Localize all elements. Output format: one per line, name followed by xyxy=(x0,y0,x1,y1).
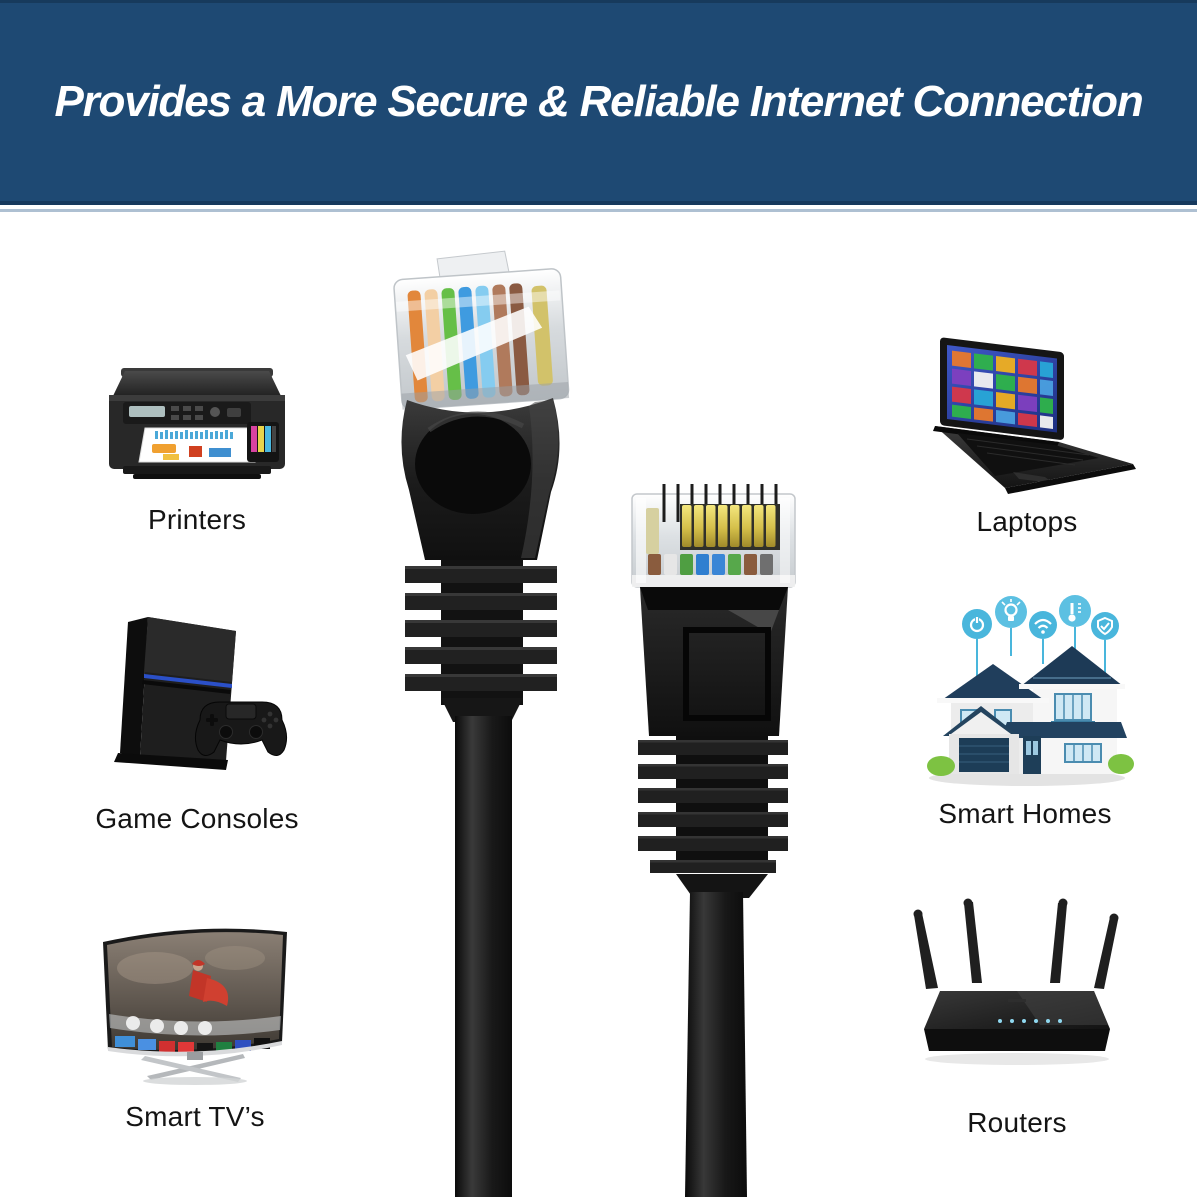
device-smart-tvs: Smart TV’s xyxy=(95,918,295,1133)
device-label-smart-homes: Smart Homes xyxy=(938,798,1112,829)
rj45-strain-relief-fins xyxy=(638,736,788,873)
device-label-printers: Printers xyxy=(147,504,247,535)
router-photo xyxy=(913,898,1119,1065)
ethernet-cable xyxy=(685,892,747,1197)
router-led-lights xyxy=(998,1019,1062,1023)
smart-feature-icons xyxy=(962,595,1119,640)
device-label-routers: Routers xyxy=(967,1107,1067,1138)
ethernet-cable xyxy=(455,716,512,1197)
rj45-connector-side-view xyxy=(393,250,570,1197)
rj45-boot xyxy=(401,398,560,560)
device-label-game-consoles: Game Consoles xyxy=(95,803,299,834)
rj45-crystal-head xyxy=(631,484,796,588)
rj45-body xyxy=(640,587,788,736)
smart-home-illustration xyxy=(927,595,1134,786)
device-label-smart-tvs: Smart TV’s xyxy=(125,1101,265,1132)
shield-check-icon xyxy=(1091,612,1119,640)
thermostat-icon xyxy=(1059,595,1091,627)
device-smart-homes: Smart Homes xyxy=(915,594,1135,830)
rj45-crystal-head xyxy=(393,250,570,410)
header-banner: Provides a More Secure & Reliable Intern… xyxy=(0,0,1197,205)
game-console-photo xyxy=(114,617,288,770)
device-label-laptops: Laptops xyxy=(976,506,1078,537)
game-controller xyxy=(194,701,288,756)
banner-underline xyxy=(0,209,1197,212)
laptop-photo xyxy=(933,337,1136,494)
device-game-consoles: Game Consoles xyxy=(95,608,298,835)
smart-tv-photo xyxy=(103,928,287,1085)
rj45-connector-front-view xyxy=(631,484,796,1197)
rj45-wire-row xyxy=(648,554,773,575)
device-printers: Printers xyxy=(97,366,297,536)
rj45-strain-relief-fins xyxy=(405,560,557,705)
rj45-gold-contacts xyxy=(682,505,776,547)
device-laptops: Laptops xyxy=(917,336,1137,538)
device-routers: Routers xyxy=(912,893,1122,1139)
router-antennas xyxy=(913,898,1119,989)
printer-photo xyxy=(109,368,285,479)
page-title: Provides a More Secure & Reliable Intern… xyxy=(54,77,1143,126)
